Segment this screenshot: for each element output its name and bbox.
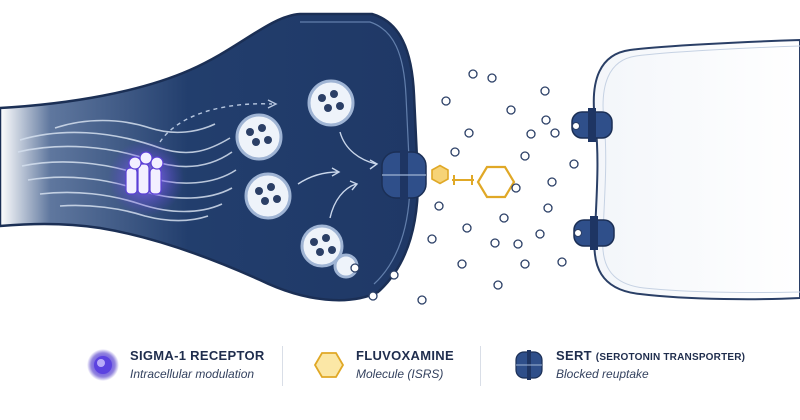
legend: SIGMA-1 RECEPTOR Intracellular modulatio… — [0, 320, 800, 410]
fusing-vesicle — [300, 224, 359, 279]
legend-divider — [282, 346, 283, 386]
presynaptic-membrane-rim — [300, 21, 411, 285]
vesicle — [235, 113, 283, 161]
postsynaptic-sert-transporter — [573, 216, 615, 250]
vesicle — [244, 172, 292, 220]
presynaptic-neuron — [0, 12, 420, 302]
presynaptic-sert-transporter — [381, 150, 427, 200]
flow-arrows — [297, 131, 379, 219]
serotonin-molecules — [350, 69, 579, 305]
synapse-diagram — [0, 12, 800, 305]
postsynaptic-sert-transporter — [571, 108, 613, 142]
modulation-arrowhead — [267, 99, 278, 109]
sigma-receptor-icon — [87, 349, 119, 381]
vesicle — [307, 79, 355, 127]
legend-title-sert: SERT (SEROTONIN TRANSPORTER) — [556, 348, 745, 363]
hexagon-icon — [313, 352, 345, 378]
postsynaptic-membrane-rim — [602, 45, 800, 294]
postsynaptic-neuron — [592, 38, 800, 301]
fluvoxamine-hexagon — [476, 165, 516, 199]
legend-subtitle-fluvoxamine: Molecule (ISRS) — [356, 367, 444, 381]
transporter-icon — [515, 350, 543, 380]
legend-divider — [480, 346, 481, 386]
sigma-receptor-icon — [125, 151, 164, 195]
legend-subtitle-sert: Blocked reuptake — [556, 367, 649, 381]
legend-title-sigma: SIGMA-1 RECEPTOR — [130, 348, 265, 363]
legend-title-sert-main: SERT — [556, 348, 592, 363]
legend-title-fluvoxamine: FLUVOXAMINE — [356, 348, 454, 363]
legend-subtitle-sigma: Intracellular modulation — [130, 367, 255, 381]
fluvoxamine-small-hexagon — [431, 164, 449, 185]
legend-title-sert-detail: (SEROTONIN TRANSPORTER) — [595, 352, 746, 363]
modulation-arrow — [159, 103, 273, 143]
